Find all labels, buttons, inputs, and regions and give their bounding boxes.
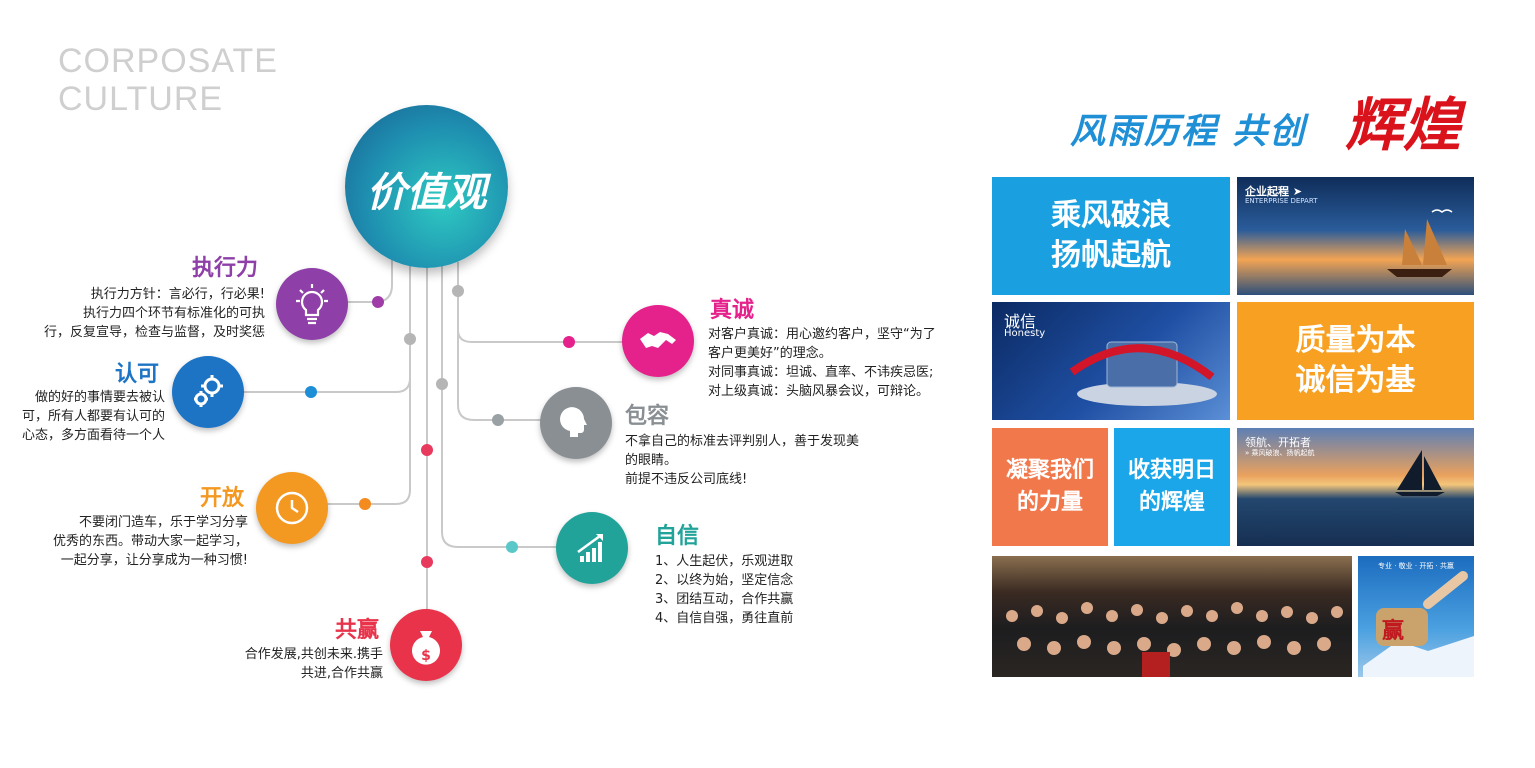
photo-win-tags: 专业 · 敬业 · 开拓 · 共赢: [1377, 562, 1455, 570]
growth-chart-icon: [556, 512, 628, 584]
value-title-renke: 认可: [115, 362, 160, 387]
desc-line: 共进,合作共赢: [300, 666, 383, 681]
slogan-red: 辉煌: [1345, 91, 1462, 159]
desc-line: 前提不违反公司底线!: [625, 472, 748, 487]
value-title-zixin: 自信: [655, 524, 700, 549]
desc-line: 做的好的事情要去被认: [34, 390, 165, 405]
photo-sunset-boat: 领航、开拓者 » 乘风破浪、扬帆起航: [1237, 428, 1474, 546]
value-title-gongying: 共赢: [335, 618, 380, 643]
desc-line: 3、团结互动，合作共赢: [655, 592, 794, 607]
clock-icon: [256, 472, 328, 544]
photo-sail-title: 企业起程 ➤: [1245, 185, 1303, 198]
slogan-blue: 风雨历程 共创: [1070, 112, 1307, 152]
handshake-icon: [622, 305, 694, 377]
desc-line: 对客户真诚：用心邀约客户，坚守“为了: [708, 327, 936, 342]
value-desc-zhixingli: 执行力方针：言必行，行必果! 执行力四个环节有标准化的可执 行，反复宣导，检查与…: [20, 285, 265, 342]
head-profile-icon: [540, 387, 612, 459]
corporate-culture-heading: CORPOSATE CULTURE: [58, 42, 278, 118]
photo-boat-sub: » 乘风破浪、扬帆起航: [1245, 449, 1315, 457]
desc-line: 4、自信自强，勇往直前: [655, 611, 794, 626]
value-desc-gongying: 合作发展,共创未来.携手 共进,合作共赢: [200, 645, 383, 683]
value-desc-zixin: 1、人生起伏，乐观进取 2、以终为始，坚定信念 3、团结互动，合作共赢 4、自信…: [655, 552, 835, 628]
photo-honesty-title: 诚信: [1004, 312, 1037, 331]
desc-line: 可，所有人都要有认可的: [21, 409, 165, 424]
yacht-icon: [1395, 450, 1445, 496]
desc-line: 心态，多方面看待一个人: [21, 428, 165, 443]
photo-win-badge: 赢: [1382, 619, 1405, 644]
tile-line: 的辉煌: [1138, 490, 1205, 515]
value-desc-zhencheng: 对客户真诚：用心邀约客户，坚守“为了 客户更美好”的理念。 对同事真诚：坦诚、直…: [708, 325, 968, 401]
photo-sail-sub: ENTERPRISE DEPART: [1245, 197, 1318, 205]
desc-line: 2、以终为始，坚定信念: [655, 573, 794, 588]
sailboat-icon: [1387, 209, 1453, 277]
stone-icon: [1363, 571, 1474, 677]
value-desc-renke: 做的好的事情要去被认 可，所有人都要有认可的 心态，多方面看待一个人: [10, 388, 165, 445]
corporate-line-1: CORPOSATE: [58, 42, 278, 80]
photo-sailing-ship: 企业起程 ➤ ENTERPRISE DEPART: [1237, 177, 1474, 295]
tile-zhiliang: 质量为本 诚信为基: [1237, 302, 1474, 420]
desc-line: 的眼睛。: [625, 453, 678, 468]
photo-honesty-sub: Honesty: [1004, 328, 1046, 339]
tile-line: 诚信为基: [1295, 363, 1416, 398]
money-bag-icon: $: [390, 609, 462, 681]
photo-honesty: 诚信 Honesty: [992, 302, 1230, 420]
values-hub-label: 价值观: [366, 169, 487, 216]
lightbulb-icon: [276, 268, 348, 340]
tile-chengfeng: 乘风破浪 扬帆起航: [992, 177, 1230, 295]
corporate-line-2: CULTURE: [58, 80, 224, 118]
tile-line: 的力量: [1016, 490, 1083, 515]
tile-line: 扬帆起航: [1051, 238, 1171, 273]
desc-line: 一起分享，让分享成为一种习惯!: [60, 553, 248, 568]
value-title-zhencheng: 真诚: [710, 298, 755, 323]
tile-line: 乘风破浪: [1051, 198, 1171, 233]
desc-line: 执行力方针：言必行，行必果!: [90, 287, 265, 302]
value-title-kaifang: 开放: [200, 486, 245, 511]
desc-line: 对上级真诚：头脑风暴会议，可辩论。: [708, 384, 930, 399]
values-hub-circle: [345, 105, 508, 268]
tile-line: 收获明日: [1127, 458, 1216, 483]
tile-line: 质量为本: [1295, 323, 1416, 358]
crowd-icon: [1006, 602, 1343, 677]
photo-win-stone: 专业 · 敬业 · 开拓 · 共赢 赢: [1358, 556, 1474, 677]
desc-line: 对同事真诚：坦诚、直率、不讳疾忌医;: [708, 365, 934, 380]
photo-boat-title: 领航、开拓者: [1245, 436, 1311, 449]
cauldron-icon: [1069, 341, 1217, 406]
desc-line: 1、人生起伏，乐观进取: [655, 554, 794, 569]
gears-icon: [172, 356, 244, 428]
svg-text:$: $: [421, 648, 431, 664]
value-desc-baorong: 不拿自己的标准去评判别人，善于发现美 的眼睛。 前提不违反公司底线!: [625, 432, 895, 489]
desc-line: 客户更美好”的理念。: [708, 346, 832, 361]
desc-line: 执行力四个环节有标准化的可执: [82, 306, 265, 321]
tile-shouhuo: 收获明日 的辉煌: [1114, 428, 1230, 546]
desc-line: 优秀的东西。带动大家一起学习，: [52, 534, 248, 549]
desc-line: 不拿自己的标准去评判别人，善于发现美: [625, 434, 860, 449]
desc-line: 不要闭门造车，乐于学习分享: [78, 515, 248, 530]
photo-graduation-group: [992, 556, 1352, 677]
tile-ningju: 凝聚我们 的力量: [992, 428, 1108, 546]
value-desc-kaifang: 不要闭门造车，乐于学习分享 优秀的东西。带动大家一起学习， 一起分享，让分享成为…: [30, 513, 248, 570]
desc-line: 行，反复宣导，检查与监督，及时奖惩: [43, 325, 265, 340]
desc-line: 合作发展,共创未来.携手: [244, 647, 383, 662]
value-title-zhixingli: 执行力: [192, 256, 259, 281]
value-title-baorong: 包容: [625, 404, 670, 429]
tile-line: 凝聚我们: [1005, 458, 1094, 483]
